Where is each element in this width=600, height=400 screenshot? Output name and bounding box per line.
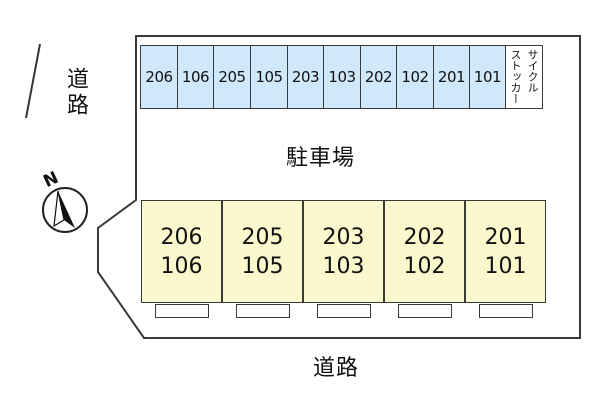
entrance-step-3: [317, 304, 371, 318]
parking-space-203: 203: [287, 45, 324, 109]
road-label-bottom: 道路: [313, 356, 360, 381]
parking-space-206: 206: [140, 45, 178, 109]
unit-number-lower: 102: [403, 253, 446, 279]
unit-number-upper: 205: [241, 224, 284, 250]
parking-space-101: 101: [469, 45, 506, 109]
parking-space-102: 102: [396, 45, 434, 109]
parking-lot-label: 駐車場: [286, 146, 356, 171]
parking-space-202: 202: [360, 45, 397, 109]
unit-number-lower: 105: [241, 253, 284, 279]
building-unit-2: 205 105: [222, 200, 303, 303]
unit-number-lower: 103: [322, 253, 365, 279]
building-unit-1: 206 106: [141, 200, 222, 303]
unit-number-upper: 202: [403, 224, 446, 250]
compass-icon: [42, 187, 88, 233]
unit-number-upper: 203: [322, 224, 365, 250]
entrance-step-2: [236, 304, 290, 318]
parking-space-105: 105: [250, 45, 288, 109]
unit-number-lower: 101: [484, 253, 527, 279]
building-unit-4: 202 102: [384, 200, 465, 303]
parking-space-201: 201: [433, 45, 470, 109]
road-edge-line: [25, 43, 41, 119]
building-unit-3: 203 103: [303, 200, 384, 303]
unit-number-upper: 201: [484, 224, 527, 250]
parking-space-205: 205: [213, 45, 251, 109]
bicycle-storage-line-2: ストッカー: [509, 49, 522, 104]
unit-number-upper: 206: [160, 224, 203, 250]
building-unit-5: 201 101: [465, 200, 546, 303]
entrance-step-1: [155, 304, 209, 318]
entrance-step-4: [398, 304, 452, 318]
entrance-step-5: [479, 304, 533, 318]
unit-number-lower: 106: [160, 253, 203, 279]
bicycle-storage-line-1: サイクル: [526, 49, 539, 93]
parking-space-103: 103: [323, 45, 361, 109]
parking-space-106: 106: [177, 45, 214, 109]
bicycle-storage: サイクル ストッカー: [505, 45, 543, 109]
road-label-left: 道路: [63, 67, 88, 119]
